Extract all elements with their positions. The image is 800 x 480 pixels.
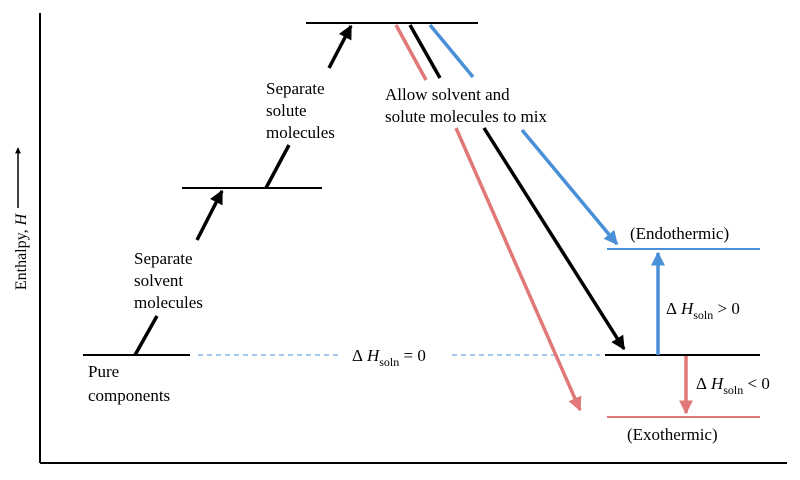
label-separate-solute: Separate solute molecules [266,79,335,142]
arrow-separate-solute-lower [264,144,291,189]
label-pure-components: Pure components [88,362,170,405]
arrow-mix-exothermic-start [394,24,428,81]
arrow-mix-neutral-start [408,24,442,79]
label-separate-solvent: Separate solvent molecules [134,249,203,312]
arrow-mix-endothermic-end [520,128,619,246]
arrow-mix-exothermic-end [454,127,582,412]
arrow-separate-solvent-upper [195,189,224,241]
y-axis-label: Enthalpy, H [13,212,30,290]
label-allow-mix: Allow solvent and solute molecules to mi… [385,85,547,126]
label-exothermic: (Exothermic) [627,425,718,444]
arrow-separate-solute-upper [327,24,353,69]
arrow-mix-neutral-end [482,127,626,351]
arrow-separate-solvent-lower [133,315,159,356]
label-endothermic: (Endothermic) [630,224,729,243]
y-axis-label-symbol: H [13,212,30,226]
y-axis-label-text: Enthalpy, [13,225,30,290]
arrow-mix-endothermic-start [428,23,475,79]
svg-text:Enthalpy, H: Enthalpy, H [13,212,30,290]
